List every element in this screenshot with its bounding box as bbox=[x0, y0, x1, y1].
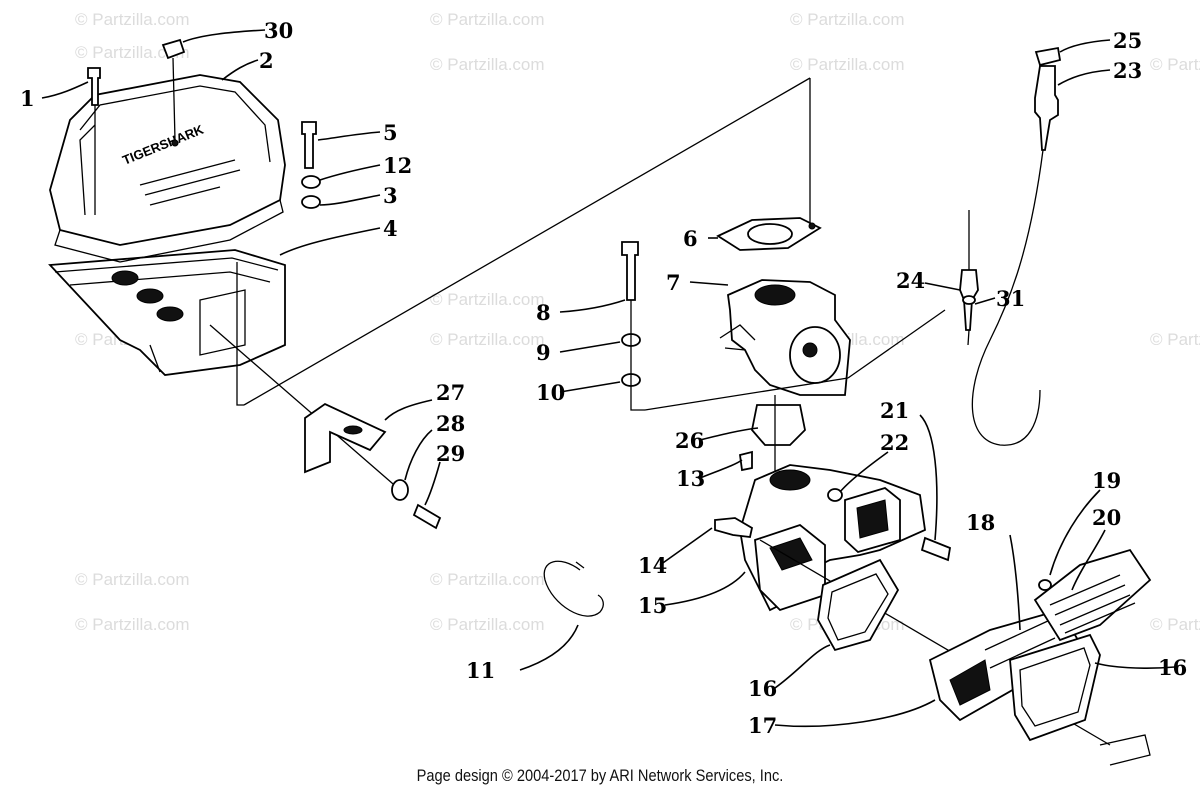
callout-6: 6 bbox=[683, 226, 698, 251]
callout-15: 15 bbox=[638, 593, 667, 618]
callout-1: 1 bbox=[20, 86, 35, 111]
leader-lines bbox=[41, 29, 1176, 728]
watermark: © Partzilla.com bbox=[75, 570, 190, 589]
retaining-clamp bbox=[543, 560, 604, 617]
callout-9: 9 bbox=[536, 340, 551, 365]
callout-30: 30 bbox=[264, 18, 293, 43]
watermark: © Partzilla.com bbox=[430, 10, 545, 29]
callout-28: 28 bbox=[436, 411, 465, 436]
callout-22: 22 bbox=[880, 430, 909, 455]
watermark: © Partzilla.com bbox=[790, 55, 905, 74]
watermark: © Partzilla.com bbox=[1150, 615, 1200, 634]
watermark: © Partzilla.com bbox=[75, 43, 190, 62]
callout-31: 31 bbox=[996, 286, 1025, 311]
watermark: © Partzilla.com bbox=[1150, 330, 1200, 349]
callout-8: 8 bbox=[536, 300, 551, 325]
reed-valve-assembly bbox=[817, 548, 1152, 766]
watermark: © Partzilla.com bbox=[75, 615, 190, 634]
callout-20: 20 bbox=[1092, 505, 1121, 530]
watermark: © Partzilla.com bbox=[430, 570, 545, 589]
bracket-assembly bbox=[304, 402, 442, 530]
callout-11: 11 bbox=[466, 658, 495, 683]
callout-13: 13 bbox=[676, 466, 705, 491]
choke-cable bbox=[959, 46, 1062, 446]
callout-19: 19 bbox=[1092, 468, 1121, 493]
carburetor-assembly bbox=[621, 78, 946, 478]
copyright-footer: Page design © 2004-2017 by ARI Network S… bbox=[416, 766, 784, 785]
callout-24: 24 bbox=[896, 268, 925, 293]
watermark: © Partzilla.com bbox=[75, 10, 190, 29]
air-silencer-box: TIGERSHARK bbox=[48, 38, 811, 491]
callout-17: 17 bbox=[748, 713, 777, 738]
watermark: © Partzilla.com bbox=[1150, 55, 1200, 74]
callouts: 1 2 3 4 5 6 7 8 9 10 11 12 13 14 15 16 1… bbox=[20, 18, 1187, 738]
watermark: © Partzilla.com bbox=[430, 290, 545, 309]
callout-29: 29 bbox=[436, 441, 465, 466]
callout-3: 3 bbox=[383, 183, 398, 208]
callout-18: 18 bbox=[966, 510, 995, 535]
callout-14: 14 bbox=[638, 553, 667, 578]
watermark: © Partzilla.com bbox=[790, 10, 905, 29]
callout-16: 16 bbox=[748, 676, 777, 701]
callout-5: 5 bbox=[383, 120, 398, 145]
callout-26: 26 bbox=[675, 428, 704, 453]
callout-23: 23 bbox=[1113, 58, 1142, 83]
callout-7: 7 bbox=[666, 270, 681, 295]
watermark: © Partzilla.com bbox=[430, 615, 545, 634]
watermark: © Partzilla.com bbox=[430, 330, 545, 349]
watermark: © Partzilla.com bbox=[430, 55, 545, 74]
intake-manifold bbox=[714, 450, 1111, 746]
callout-10: 10 bbox=[536, 380, 565, 405]
callout-2: 2 bbox=[259, 48, 274, 73]
callout-4: 4 bbox=[383, 216, 398, 241]
callout-21: 21 bbox=[880, 398, 909, 423]
callout-16: 16 bbox=[1158, 655, 1187, 680]
callout-27: 27 bbox=[436, 380, 465, 405]
callout-25: 25 bbox=[1113, 28, 1142, 53]
callout-12: 12 bbox=[383, 153, 412, 178]
